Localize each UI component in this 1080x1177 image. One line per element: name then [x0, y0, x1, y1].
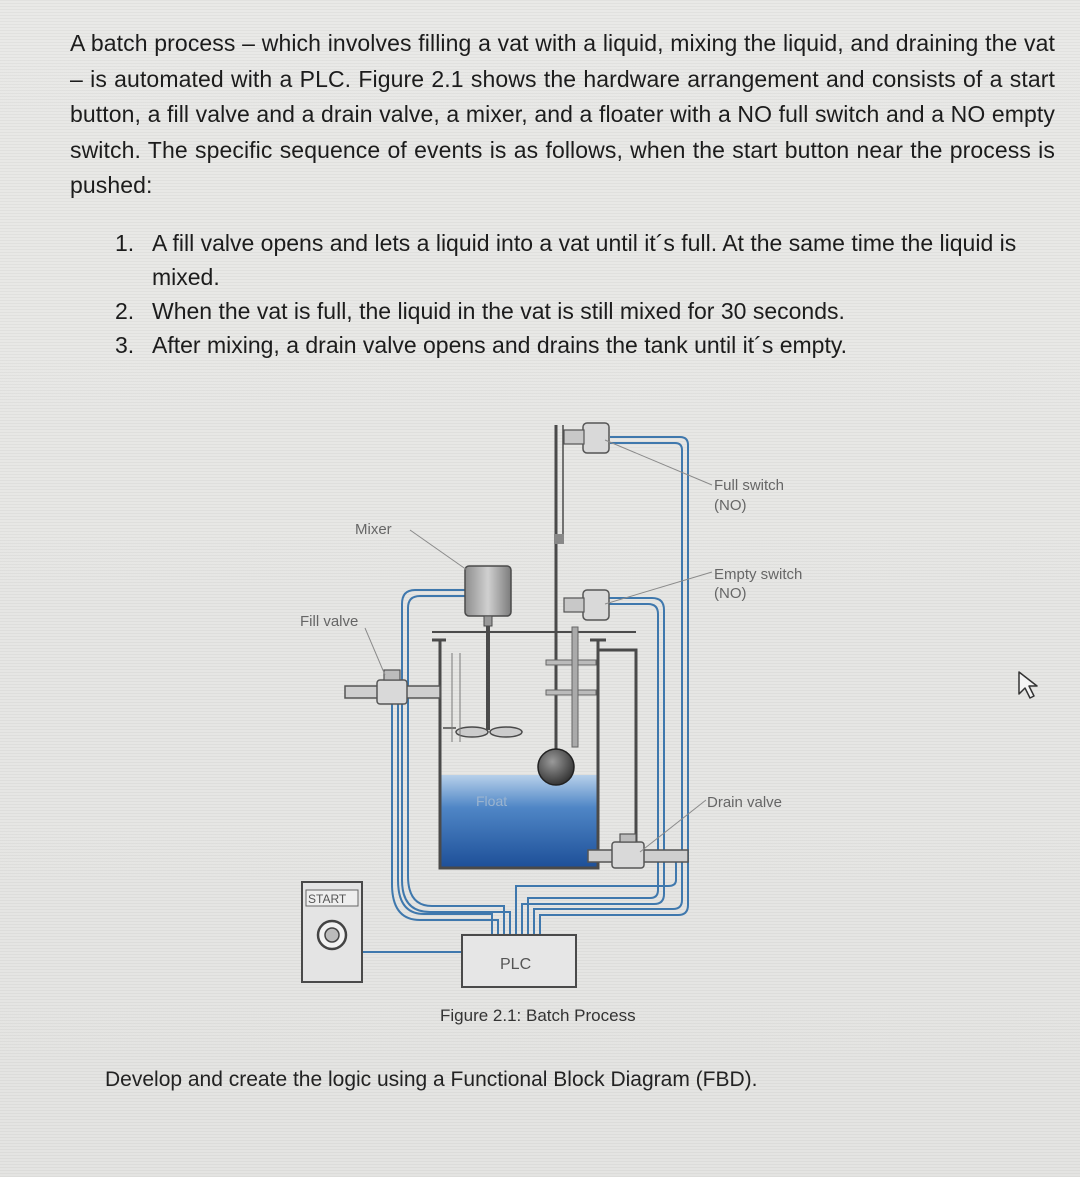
liquid	[440, 775, 598, 868]
mixer-label: Mixer	[355, 521, 392, 538]
list-text: When the vat is full, the liquid in the …	[152, 298, 845, 324]
float-ball	[537, 748, 575, 786]
list-number: 1.	[115, 230, 135, 256]
list-text: After mixing, a drain valve opens and dr…	[152, 332, 848, 358]
plc-box: PLC	[461, 934, 577, 988]
wiring	[362, 436, 689, 953]
list-item: 1. A fill valve opens and lets a liquid …	[115, 226, 1055, 294]
plc-label: PLC	[500, 956, 531, 973]
start-label: START	[308, 892, 347, 906]
leader-lines	[364, 439, 713, 853]
figure-caption: Figure 2.1: Batch Process	[440, 1006, 636, 1025]
list-text: A fill valve opens and lets a liquid int…	[152, 230, 1017, 290]
question-text: Develop and create the logic using a Fun…	[105, 1068, 758, 1091]
fill-valve-label: Fill valve	[300, 613, 358, 630]
full-switch-label: Full switch	[714, 477, 784, 494]
float-label: Float	[476, 793, 507, 809]
empty-switch-label: Empty switch	[714, 566, 802, 583]
drain-valve-label: Drain valve	[707, 794, 782, 811]
list-item: 3. After mixing, a drain valve opens and…	[115, 328, 1055, 362]
full-switch	[563, 422, 610, 454]
empty-switch-type: (NO)	[714, 585, 747, 602]
float-assembly	[537, 425, 597, 786]
vat	[432, 631, 638, 870]
full-switch-type: (NO)	[714, 497, 747, 514]
drain-valve	[587, 833, 689, 869]
batch-process-diagram: START PLC Full switch (NO) Empty switch …	[300, 422, 802, 988]
pointer-cursor-icon	[1018, 671, 1038, 699]
list-item: 2. When the vat is full, the liquid in t…	[115, 294, 1055, 328]
list-number: 2.	[115, 298, 135, 324]
empty-switch	[563, 589, 610, 621]
intro-paragraph: A batch process – which involves filling…	[70, 30, 1055, 198]
list-number: 3.	[115, 332, 135, 358]
mixer	[443, 565, 523, 742]
fill-valve	[344, 669, 441, 705]
sequence-list: 1. A fill valve opens and lets a liquid …	[115, 226, 1055, 362]
start-button-box: START	[301, 881, 363, 983]
